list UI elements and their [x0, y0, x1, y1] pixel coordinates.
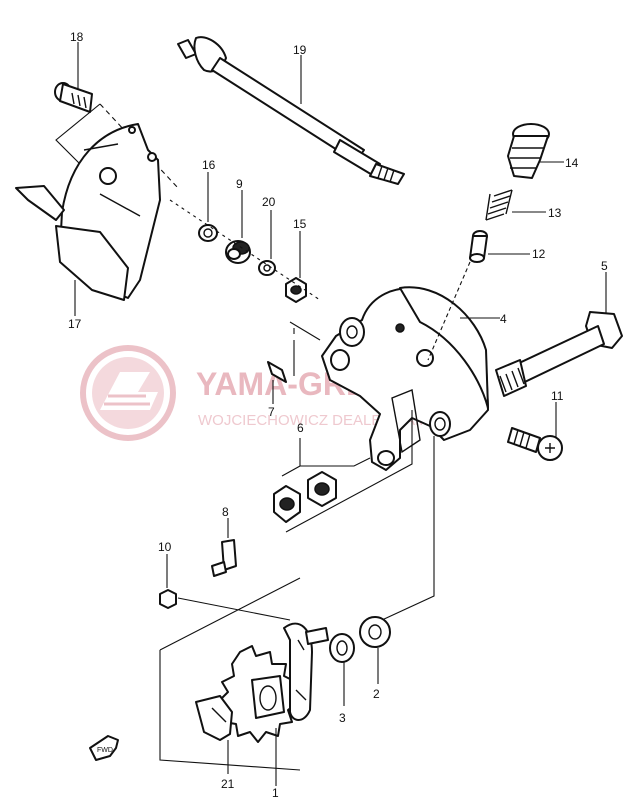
collar-9: [225, 240, 251, 264]
part-number-9: 9: [236, 177, 243, 191]
part-number-4: 4: [500, 312, 507, 326]
spring-13: [485, 189, 513, 221]
part-number-13: 13: [548, 206, 562, 220]
part-number-6: 6: [297, 421, 304, 435]
part-number-18: 18: [70, 30, 84, 44]
bracket-8: [211, 539, 237, 577]
cover-plate-17: [15, 123, 161, 301]
housing-4: [321, 286, 489, 471]
washer-16: [198, 224, 218, 242]
nut-15: [285, 277, 307, 303]
nut-10: [159, 589, 177, 609]
nut-6a: [273, 485, 301, 523]
part-number-16: 16: [202, 158, 216, 172]
washer-20: [258, 260, 276, 276]
washer-2: [359, 616, 391, 648]
washer-3: [329, 633, 355, 663]
part-number-17: 17: [68, 317, 82, 331]
plug-14: [507, 123, 550, 179]
part-number-7: 7: [268, 405, 275, 419]
bolt-18: [54, 82, 93, 113]
pin-12: [469, 230, 488, 263]
part-number-21: 21: [221, 777, 235, 791]
forward-arrow-icon: FWD: [89, 735, 119, 761]
watermark-logo: [80, 345, 176, 441]
shaft-19: [177, 36, 405, 185]
part-number-20: 20: [262, 195, 276, 209]
pin-7: [267, 328, 295, 383]
part-number-5: 5: [601, 259, 608, 273]
part-number-8: 8: [222, 505, 229, 519]
nut-6b: [307, 471, 337, 507]
part-number-19: 19: [293, 43, 307, 57]
part-number-10: 10: [158, 540, 172, 554]
part-number-3: 3: [339, 711, 346, 725]
part-number-1: 1: [272, 786, 279, 797]
part-number-11: 11: [551, 389, 564, 403]
sprocket-1: [217, 622, 329, 743]
forward-arrow-label: FWD: [97, 747, 113, 754]
part-number-12: 12: [532, 247, 546, 261]
lock-washer-21: [195, 695, 233, 741]
bolt-5: [495, 311, 623, 397]
part-number-15: 15: [293, 217, 307, 231]
part-number-2: 2: [373, 687, 380, 701]
part-number-14: 14: [565, 156, 579, 170]
bolt-11: [507, 427, 563, 461]
